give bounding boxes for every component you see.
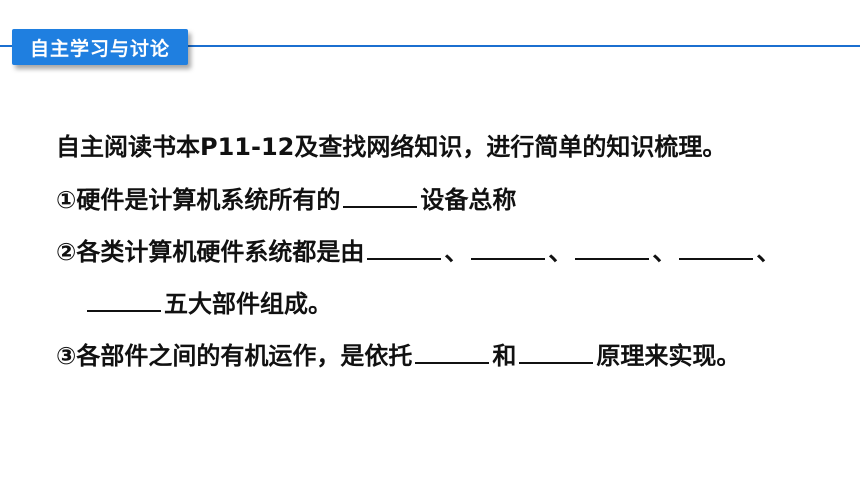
question-1-before: ①硬件是计算机系统所有的: [56, 186, 341, 214]
question-1-after: 设备总称: [420, 186, 517, 214]
fill-blank[interactable]: [471, 236, 546, 260]
question-3-after: 原理来实现。: [596, 342, 741, 370]
question-1: ①硬件是计算机系统所有的 设备总称: [56, 184, 846, 236]
header-divider: [0, 45, 860, 47]
fill-blank[interactable]: [87, 288, 161, 312]
separator: 、: [444, 238, 469, 266]
intro-line: 自主阅读书本P11-12及查找网络知识，进行简单的知识梳理。: [56, 132, 846, 184]
question-2: ②各类计算机硬件系统都是由 、 、 、 、: [56, 236, 846, 288]
separator: 、: [756, 238, 781, 266]
section-tag-label: 自主学习与讨论: [29, 37, 170, 60]
question-2-after: 五大部件组成。: [164, 290, 332, 318]
question-2-before: ②各类计算机硬件系统都是由: [56, 238, 365, 266]
fill-blank[interactable]: [519, 340, 594, 364]
fill-blank[interactable]: [343, 184, 418, 208]
question-2-continued: 五大部件组成。: [56, 288, 846, 340]
fill-blank[interactable]: [575, 236, 650, 260]
question-3-middle: 和: [492, 342, 517, 370]
question-3-before: ③各部件之间的有机运作，是依托: [56, 342, 413, 370]
fill-blank[interactable]: [679, 236, 754, 260]
intro-text: 自主阅读书本P11-12及查找网络知识，进行简单的知识梳理。: [56, 133, 727, 161]
study-content: 自主阅读书本P11-12及查找网络知识，进行简单的知识梳理。 ①硬件是计算机系统…: [56, 132, 846, 392]
separator: 、: [548, 238, 573, 266]
fill-blank[interactable]: [415, 340, 490, 364]
question-3: ③各部件之间的有机运作，是依托 和 原理来实现。: [56, 340, 846, 392]
section-tag: 自主学习与讨论: [12, 29, 188, 65]
fill-blank[interactable]: [367, 236, 442, 260]
separator: 、: [652, 238, 677, 266]
